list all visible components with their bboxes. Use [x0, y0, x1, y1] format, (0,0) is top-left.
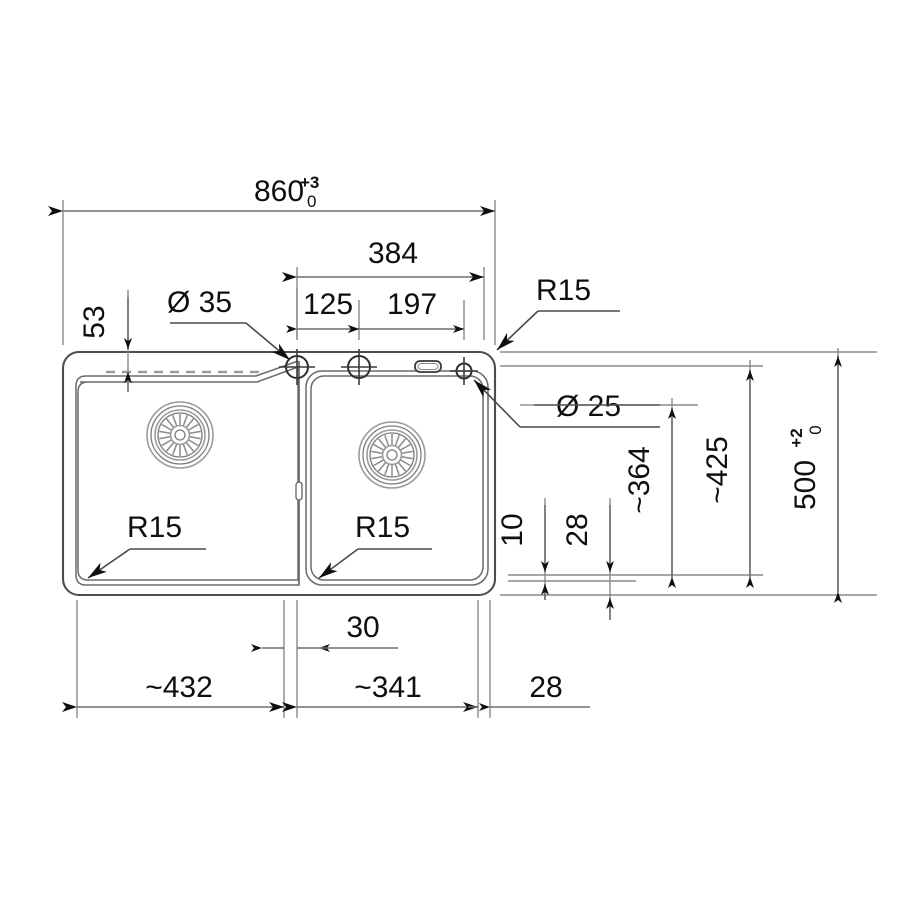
callout-r15-right-bowl: R15 [318, 511, 432, 579]
right-reference-lines [500, 351, 877, 596]
tap-hole-3[interactable] [450, 357, 478, 385]
callout-r15-right-label: R15 [355, 511, 410, 544]
dim-860-label: 860 [254, 175, 304, 208]
bottom-extension-lines [76, 600, 491, 718]
right-drain-strainer [358, 421, 426, 489]
dim-500-tol-lower: 0 [806, 425, 825, 434]
right-bowl-inner-outline [310, 375, 484, 581]
sink-body [61, 349, 497, 597]
dim-341-group: ~341 [282, 671, 478, 712]
dim-53-label: 53 [78, 305, 111, 338]
dim-364-group: ~364 [623, 398, 676, 588]
dim-10-group: 10 [496, 498, 549, 600]
dim-30-label: 30 [346, 611, 379, 644]
dim-500-tol-upper: +2 [787, 428, 806, 447]
callout-hole-25-label: Ø 25 [556, 390, 621, 423]
dim-28-right-group: 28 [468, 671, 590, 711]
dim-30-group: 30 [251, 611, 398, 652]
left-bowl-outline-outer [77, 365, 299, 581]
dim-384-group: 384 [282, 237, 485, 340]
dim-860-tol-lower: 0 [307, 192, 316, 211]
right-bowl-outline [305, 370, 489, 586]
dim-500-group: 500 +2 0 [787, 348, 842, 603]
dim-28-group: 28 [561, 498, 614, 620]
dim-10-label: 10 [496, 513, 529, 546]
dim-197-label: 197 [387, 288, 437, 321]
dim-28-right-label: 28 [529, 671, 562, 704]
overflow-slot [414, 360, 442, 373]
left-bowl-top-edge [86, 360, 299, 377]
dim-384-label: 384 [368, 237, 418, 270]
dim-432-group: ~432 [62, 671, 284, 712]
dim-860-tol-upper: +3 [300, 173, 319, 192]
dim-125-197-group: 125 197 [286, 288, 465, 340]
left-bowl-outline [75, 361, 300, 586]
dim-125-label: 125 [303, 288, 353, 321]
dim-341-label: ~341 [354, 671, 422, 704]
dim-364-label: ~364 [623, 446, 656, 514]
dim-432-label: ~432 [145, 671, 213, 704]
callout-hole-25: Ø 25 [473, 379, 660, 428]
tap-hole-2[interactable] [341, 349, 377, 385]
dim-500-label: 500 [789, 460, 822, 510]
callout-hole-35: Ø 35 [167, 286, 291, 361]
dim-860-group: 860 +3 0 [48, 173, 496, 345]
divider-notch [295, 481, 303, 501]
callout-r15-left-bowl: R15 [87, 511, 206, 579]
callout-r15-left-label: R15 [127, 511, 182, 544]
dim-425-label: ~425 [701, 436, 734, 504]
dim-28-label: 28 [561, 513, 594, 546]
left-drain-strainer [146, 401, 214, 469]
dim-425-group: ~425 [701, 360, 754, 588]
dim-53-group: 53 [78, 290, 132, 392]
callout-hole-35-label: Ø 35 [167, 286, 232, 319]
callout-r15-top-label: R15 [536, 274, 591, 307]
callout-r15-top: R15 [496, 274, 620, 351]
tap-hole-1[interactable] [279, 349, 315, 385]
